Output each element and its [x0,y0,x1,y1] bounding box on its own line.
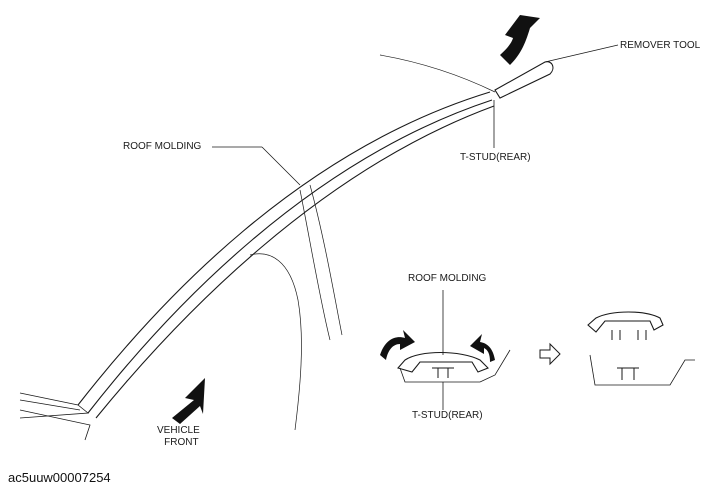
detail-t-stud [432,367,454,378]
detail-roof-molding-label: ROOF MOLDING [408,273,487,284]
process-arrow-icon [539,342,561,366]
windshield-edge [19,392,90,419]
figure-code: ac5uuw00007254 [8,470,111,485]
detail2-body [589,354,695,386]
roof-molding-inner-edge [87,99,493,414]
vehicle-front-line2: FRONT [164,437,199,448]
detail2-clips [611,330,647,340]
detail-molding [397,352,489,373]
vehicle-front-line1: VEHICLE [157,425,200,436]
door-frame-rear [309,184,343,336]
roof-molding-lower-edge [95,105,495,419]
door-frame-front [299,189,331,341]
vehicle-front-label: VEHICLE FRONT [157,425,200,449]
windshield-edge-2 [19,399,91,441]
remover-tool-label: REMOVER TOOL [620,40,701,51]
vehicle-front-arrow-icon [172,378,205,424]
detail2-t-stud [617,367,639,380]
remover-tool-leader [544,44,619,63]
roof-molding-outer-edge [77,91,491,406]
detail-t-stud-label: T-STUD(REAR) [412,410,483,421]
roof-line [379,54,496,93]
detail-right-arrow-icon [470,334,495,362]
detail-left-arrow-icon [380,330,415,360]
window-line [249,253,302,431]
arrow-up-icon [500,15,540,65]
roof-molding-label: ROOF MOLDING [123,141,202,152]
remover-tool [494,61,554,99]
detail-body [399,349,511,383]
t-stud-rear-label: T-STUD(REAR) [460,152,531,163]
detail2-molding [587,311,664,333]
